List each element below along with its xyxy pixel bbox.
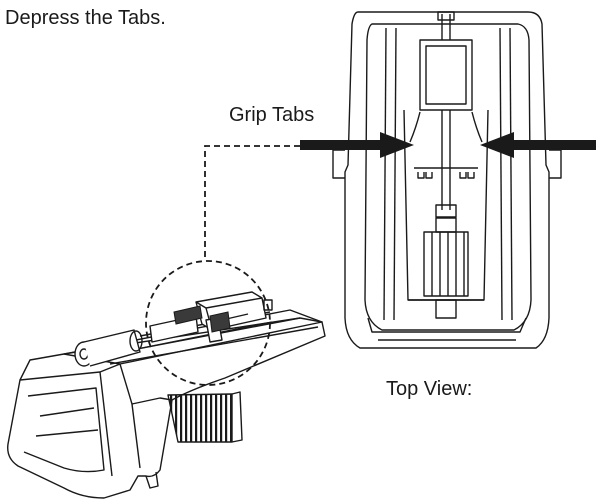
callout-circle (145, 260, 271, 386)
perspective-drawing (7, 291, 326, 499)
grip-tab-icon (173, 305, 231, 333)
callout-leader-line (204, 145, 300, 258)
top-view-label: Top View: (386, 378, 473, 400)
grip-tabs-label: Grip Tabs (229, 104, 315, 126)
right-arrow-icon (480, 132, 596, 158)
top-view-drawing (332, 11, 562, 349)
left-arrow-icon (300, 132, 414, 158)
instruction-text: Depress the Tabs. (5, 7, 166, 29)
